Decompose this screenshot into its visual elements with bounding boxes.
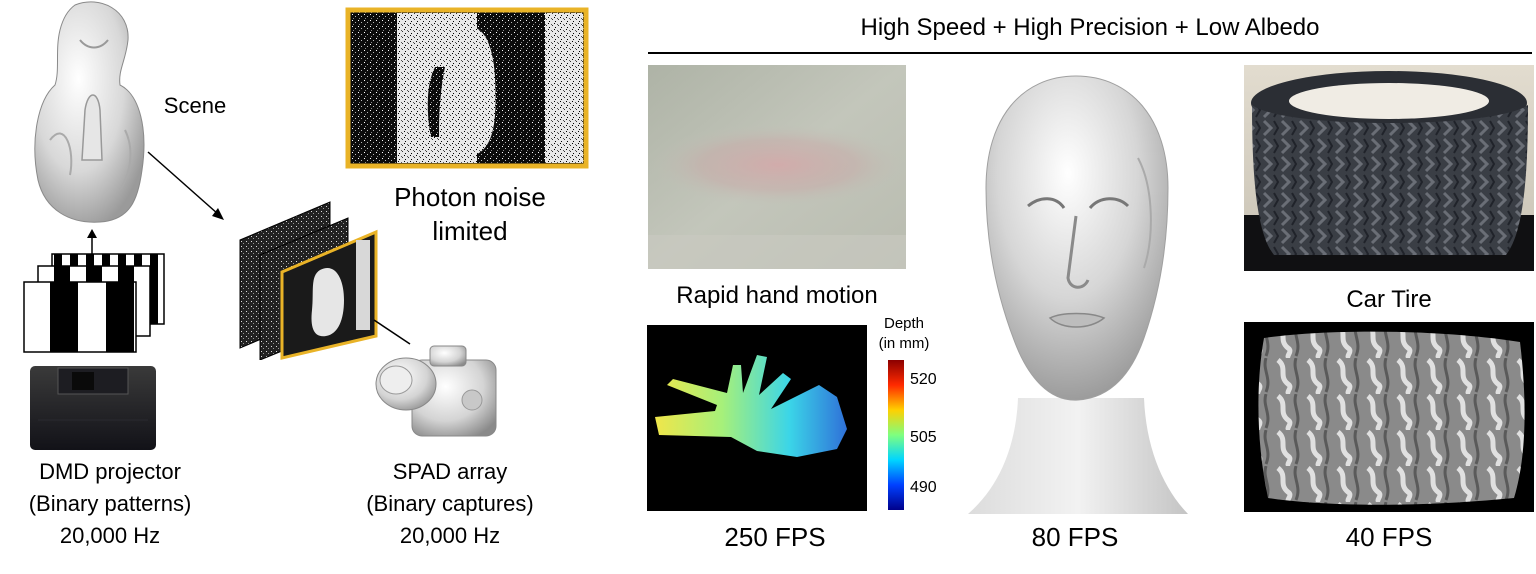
- projector-caption-rate: 20,000 Hz: [59, 523, 161, 548]
- tire-reconstruction-render: [1244, 322, 1534, 512]
- spad-capture-connector: [372, 318, 412, 348]
- scene-label: Scene: [163, 93, 227, 118]
- spad-camera-image: [372, 338, 500, 446]
- colorbar-tick-490: 490: [910, 479, 937, 496]
- spad-caption-name: SPAD array: [392, 459, 508, 484]
- spad-caption-rate: 20,000 Hz: [399, 523, 501, 548]
- hand-depth-map: [647, 325, 867, 511]
- dmd-projector-image: [30, 360, 156, 452]
- hand-fps: 250 FPS: [724, 522, 826, 552]
- tire-fps: 40 FPS: [1345, 522, 1433, 552]
- spad-capture-stack: [230, 200, 390, 360]
- colorbar-title-line2: (in mm): [878, 335, 930, 352]
- car-tire-photo: [1244, 65, 1534, 271]
- projector-caption-detail: (Binary patterns): [28, 491, 192, 516]
- header-divider: [648, 52, 1532, 54]
- photon-noise-frame-image: [345, 7, 589, 169]
- depth-colorbar: [888, 360, 904, 510]
- colorbar-tick-505: 505: [910, 429, 937, 446]
- spad-caption-detail: (Binary captures): [366, 491, 534, 516]
- binary-pattern-stack: [22, 252, 170, 356]
- projector-caption-name: DMD projector: [39, 459, 181, 484]
- scene-to-spad-arrow: [146, 150, 226, 222]
- face-fps: 80 FPS: [1031, 522, 1119, 552]
- photon-noise-label-line1: Photon noise: [394, 182, 546, 212]
- hand-motion-photo: [648, 65, 906, 269]
- scene-statue-image: [30, 0, 160, 230]
- colorbar-title-line1: Depth: [883, 315, 925, 332]
- hand-caption: Rapid hand motion: [676, 282, 878, 309]
- results-header: High Speed + High Precision + Low Albedo: [860, 14, 1320, 41]
- colorbar-tick-520: 520: [910, 371, 937, 388]
- tire-caption: Car Tire: [1346, 286, 1432, 313]
- photon-noise-label-line2: limited: [432, 216, 508, 246]
- face-reconstruction-render: [958, 68, 1194, 516]
